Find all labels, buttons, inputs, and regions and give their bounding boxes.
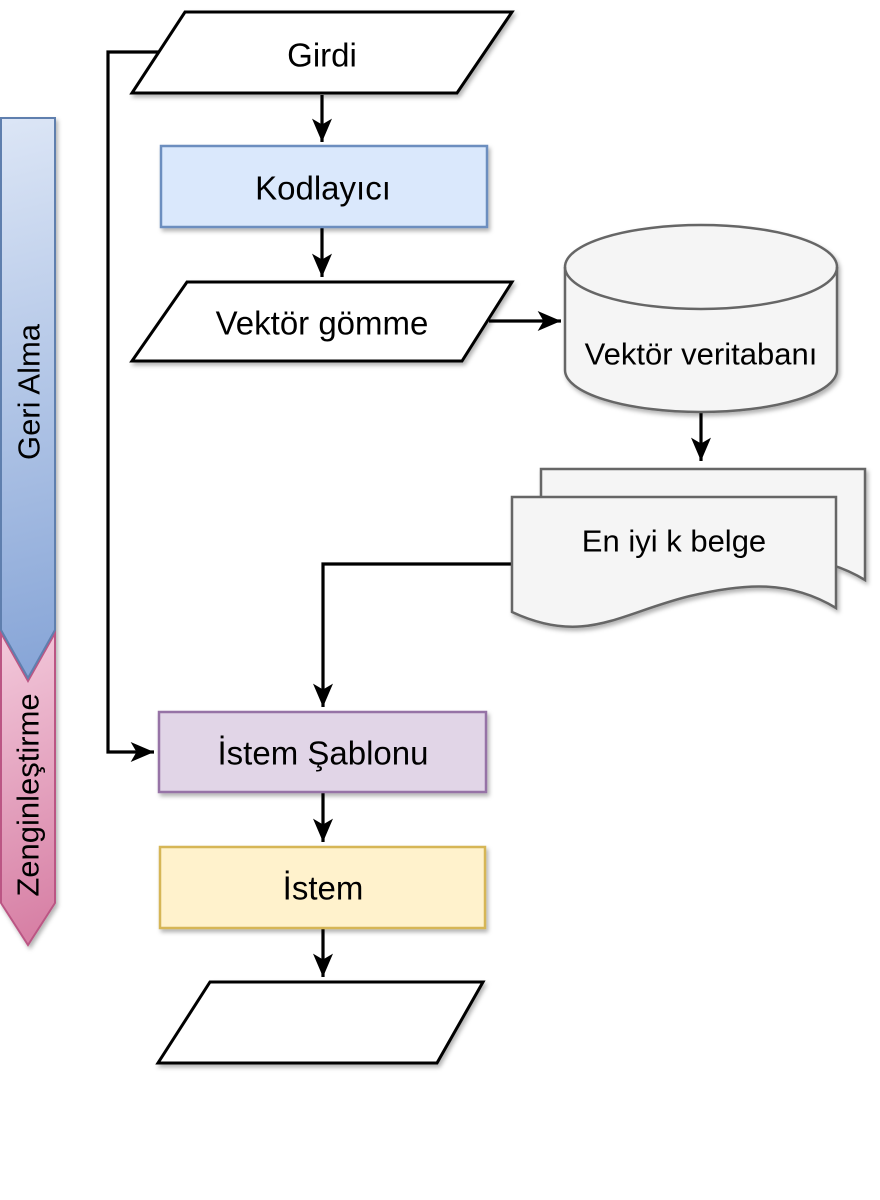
edge-input-to-template [106, 50, 160, 762]
vectordb-cylinder-top-arc [563, 266, 839, 311]
node-prompt-template-rect [157, 710, 488, 794]
node-vectordb-cylinder [563, 223, 839, 414]
node-output-parallelogram [155, 980, 486, 1065]
node-prompt-rect [158, 845, 487, 930]
node-encoder-rect [159, 144, 489, 229]
label-vectordb: Vektör veritabanı [585, 337, 818, 372]
label-input: Girdi [287, 37, 357, 74]
edge-topk-to-template [313, 562, 512, 708]
node-topk-document-front [510, 495, 838, 628]
label-embedding: Vektör gömme [216, 305, 429, 342]
label-augmentation-banner: Zenginleştirme [11, 693, 46, 896]
banner-augmentation-arrow [0, 629, 56, 947]
label-retrieval-banner: Geri Alma [12, 323, 47, 460]
label-topk: En iyi k belge [582, 524, 766, 559]
edges [106, 50, 711, 978]
label-encoder: Kodlayıcı [255, 170, 391, 207]
label-prompt: İstem [283, 870, 364, 907]
banner-retrieval-arrow [0, 117, 56, 681]
label-prompt-template: İstem Şablonu [218, 735, 429, 772]
node-embedding-parallelogram [129, 280, 515, 363]
node-input-parallelogram [129, 10, 515, 95]
